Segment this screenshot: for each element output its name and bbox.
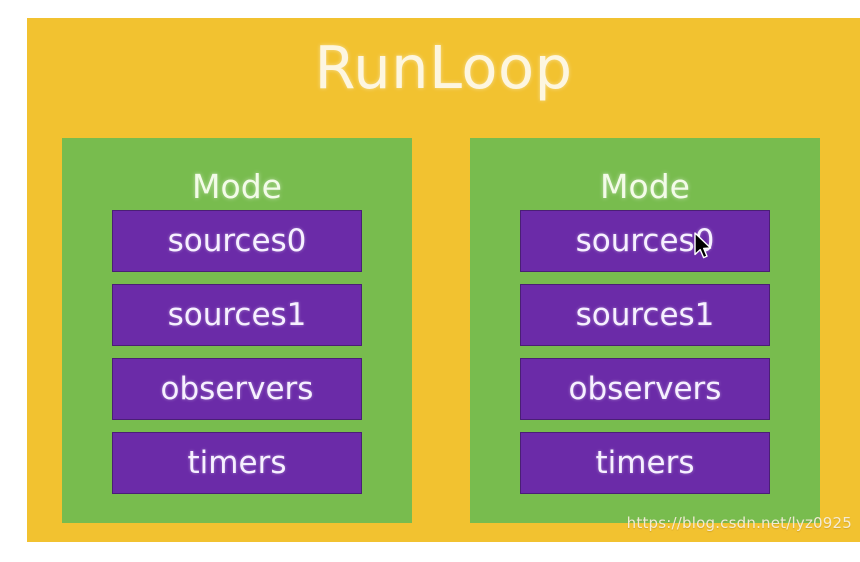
mode-panel-1-item-timers[interactable]: timers [520,432,770,494]
item-label: sources0 [167,222,307,259]
mode-panel-0-item-sources1[interactable]: sources1 [112,284,362,346]
mode-panel-1-title: Mode [600,167,690,206]
item-label: sources1 [167,296,307,333]
item-label: observers [160,370,314,407]
item-label: sources1 [575,296,715,333]
mode-panel-1-item-sources1[interactable]: sources1 [520,284,770,346]
runloop-title: RunLoop [314,33,573,102]
mode-panel-0-item-timers[interactable]: timers [112,432,362,494]
item-label: sources0 [575,222,715,259]
item-label: observers [568,370,722,407]
mode-panel-1-item-sources0[interactable]: sources0 [520,210,770,272]
mode-panel-0-title: Mode [192,167,282,206]
item-label: timers [187,444,287,481]
mode-panel-0-item-list: sources0 sources1 observers timers [112,210,362,494]
runloop-container: RunLoop Mode sources0 sources1 observers… [27,18,860,542]
mode-panel-1: Mode sources0 sources1 observers timers [470,138,820,523]
item-label: timers [595,444,695,481]
mode-panel-0-item-sources0[interactable]: sources0 [112,210,362,272]
mode-panel-1-item-observers[interactable]: observers [520,358,770,420]
watermark-url: https://blog.csdn.net/lyz0925 [626,514,852,532]
mode-panel-0: Mode sources0 sources1 observers timers [62,138,412,523]
mode-panel-1-item-list: sources0 sources1 observers timers [520,210,770,494]
mode-panel-0-item-observers[interactable]: observers [112,358,362,420]
